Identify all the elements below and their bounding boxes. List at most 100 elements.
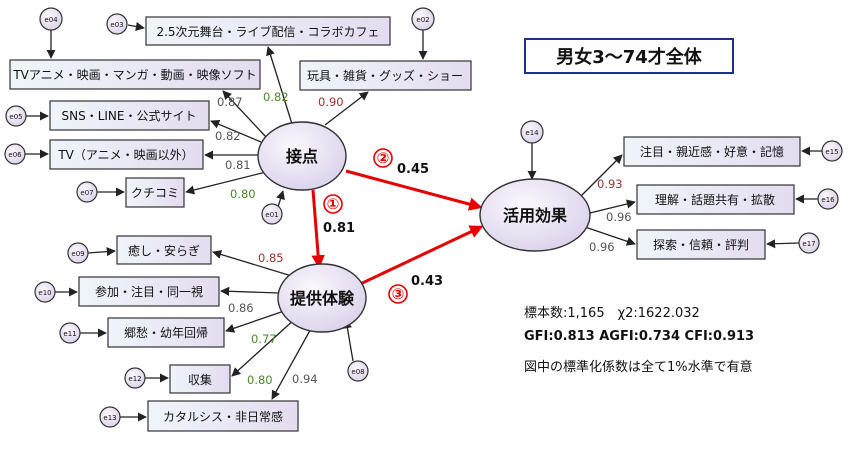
exp-item-4: 収集 bbox=[169, 364, 231, 394]
coef-touch-2: 0.87 bbox=[217, 95, 243, 109]
sample-stat: 標本数:1,165 χ2:1622.032 bbox=[524, 306, 700, 321]
loading-arrow bbox=[581, 225, 636, 246]
loading-arrow bbox=[576, 154, 623, 201]
svg-text:クチコミ: クチコミ bbox=[131, 186, 179, 200]
svg-text:①: ① bbox=[327, 195, 340, 213]
svg-text:e11: e11 bbox=[63, 330, 76, 338]
touch-item-2: TVアニメ・映画・マンガ・動画・映像ソフト bbox=[9, 59, 261, 90]
loading-arrow bbox=[222, 90, 267, 138]
loading-arrow bbox=[212, 250, 296, 278]
coef-touch-5: 0.81 bbox=[225, 158, 251, 172]
error-e07: e07 bbox=[76, 181, 98, 203]
svg-text:e15: e15 bbox=[825, 148, 838, 156]
error-e16: e16 bbox=[817, 188, 839, 210]
svg-text:探索・信頼・評判: 探索・信頼・評判 bbox=[653, 237, 749, 252]
touch-item-6: クチコミ bbox=[125, 177, 185, 208]
latent-touchpoint: 接点 bbox=[257, 121, 347, 191]
coef-exp-2: 0.86 bbox=[228, 301, 254, 315]
exp-item-2: 参加・注目・同一視 bbox=[78, 276, 220, 307]
effect-loadings bbox=[576, 154, 636, 246]
svg-text:SNS・LINE・公式サイト: SNS・LINE・公式サイト bbox=[62, 109, 197, 123]
effect-item-3: 探索・信頼・評判 bbox=[636, 229, 766, 260]
coef-effect-3: 0.96 bbox=[589, 240, 615, 254]
svg-text:提供体験: 提供体験 bbox=[290, 289, 355, 308]
error-arrows bbox=[25, 22, 822, 422]
svg-text:e14: e14 bbox=[525, 129, 539, 137]
svg-text:e04: e04 bbox=[44, 16, 58, 24]
svg-text:2.5次元舞台・ライブ配信・コラボカフェ: 2.5次元舞台・ライブ配信・コラボカフェ bbox=[156, 24, 379, 39]
error-e05: e05 bbox=[5, 105, 27, 127]
path-3-arrow bbox=[355, 225, 484, 288]
error-e09: e09 bbox=[67, 242, 89, 264]
coef-exp-5: 0.94 bbox=[292, 372, 318, 386]
touch-loadings bbox=[185, 46, 369, 195]
loading-arrow bbox=[185, 171, 267, 195]
svg-text:e17: e17 bbox=[802, 240, 815, 248]
path-2-label: ② 0.45 bbox=[373, 148, 429, 177]
svg-text:参加・注目・同一視: 参加・注目・同一視 bbox=[95, 284, 203, 299]
coef-effect-2: 0.96 bbox=[606, 210, 632, 224]
svg-text:郷愁・幼年回帰: 郷愁・幼年回帰 bbox=[124, 326, 208, 340]
touch-item-5: TV（アニメ・映画以外） bbox=[49, 139, 204, 170]
error-e01: e01 bbox=[261, 203, 283, 225]
svg-text:③: ③ bbox=[392, 285, 405, 303]
error-e08: e08 bbox=[347, 360, 369, 382]
loading-arrow bbox=[589, 199, 636, 214]
loading-arrow bbox=[231, 317, 297, 377]
svg-text:収集: 収集 bbox=[188, 372, 212, 387]
coef-touch-1: 0.82 bbox=[263, 90, 289, 104]
latent-effect: 活用効果 bbox=[479, 178, 591, 252]
svg-text:e13: e13 bbox=[103, 414, 116, 422]
loading-arrow bbox=[271, 324, 314, 400]
svg-text:e02: e02 bbox=[416, 16, 429, 24]
coef-exp-4: 0.80 bbox=[247, 373, 273, 387]
svg-text:TVアニメ・映画・マンガ・動画・映像ソフト: TVアニメ・映画・マンガ・動画・映像ソフト bbox=[12, 68, 256, 82]
svg-text:活用効果: 活用効果 bbox=[503, 206, 567, 225]
touch-item-3: 玩具・雑貨・グッズ・ショー bbox=[299, 60, 472, 91]
svg-text:e16: e16 bbox=[821, 196, 835, 204]
error-e11: e11 bbox=[59, 322, 81, 344]
exp-loadings bbox=[212, 250, 314, 400]
svg-text:注目・親近感・好意・記憶: 注目・親近感・好意・記憶 bbox=[640, 144, 784, 159]
svg-text:0.43: 0.43 bbox=[411, 274, 443, 289]
svg-text:②: ② bbox=[377, 149, 390, 167]
exp-item-3: 郷愁・幼年回帰 bbox=[107, 317, 225, 348]
coef-exp-1: 0.85 bbox=[258, 251, 284, 265]
path-2-arrow bbox=[345, 169, 483, 211]
error-e10: e10 bbox=[34, 281, 56, 303]
coef-exp-3: 0.77 bbox=[251, 332, 277, 346]
coef-touch-4: 0.82 bbox=[215, 129, 241, 143]
effect-item-1: 注目・親近感・好意・記憶 bbox=[623, 136, 801, 167]
exp-item-5: カタルシス・非日常感 bbox=[147, 400, 299, 432]
error-e12: e12 bbox=[124, 367, 146, 389]
svg-text:e12: e12 bbox=[128, 375, 141, 383]
svg-text:TV（アニメ・映画以外）: TV（アニメ・映画以外） bbox=[57, 148, 193, 162]
coef-effect-1: 0.93 bbox=[597, 177, 623, 191]
error-e06: e06 bbox=[4, 143, 26, 165]
coef-touch-6: 0.80 bbox=[230, 187, 256, 201]
fit-indices: GFI:0.813 AGFI:0.734 CFI:0.913 bbox=[524, 329, 755, 344]
error-e04: e04 bbox=[39, 7, 63, 31]
coef-touch-3: 0.90 bbox=[318, 95, 344, 109]
svg-text:カタルシス・非日常感: カタルシス・非日常感 bbox=[163, 409, 283, 424]
svg-text:接点: 接点 bbox=[286, 147, 318, 166]
exp-item-1: 癒し・安らぎ bbox=[116, 235, 212, 265]
error-e02: e02 bbox=[411, 7, 435, 31]
svg-text:癒し・安らぎ: 癒し・安らぎ bbox=[128, 243, 200, 258]
error-e14: e14 bbox=[520, 120, 544, 144]
error-e13: e13 bbox=[99, 406, 121, 428]
loading-arrow bbox=[210, 119, 262, 143]
error-e15: e15 bbox=[821, 140, 843, 162]
svg-text:玩具・雑貨・グッズ・ショー: 玩具・雑貨・グッズ・ショー bbox=[307, 68, 463, 83]
loading-arrow bbox=[225, 309, 288, 333]
svg-text:e06: e06 bbox=[8, 151, 22, 159]
svg-text:0.81: 0.81 bbox=[323, 221, 355, 236]
loading-arrow bbox=[220, 286, 280, 296]
svg-text:e09: e09 bbox=[71, 250, 84, 258]
path-3-label: ③ 0.43 bbox=[388, 274, 443, 304]
diagram-title: 男女3～74才全体 bbox=[524, 38, 734, 74]
path-1-label: ① 0.81 bbox=[323, 194, 355, 236]
loading-arrow bbox=[324, 91, 369, 126]
